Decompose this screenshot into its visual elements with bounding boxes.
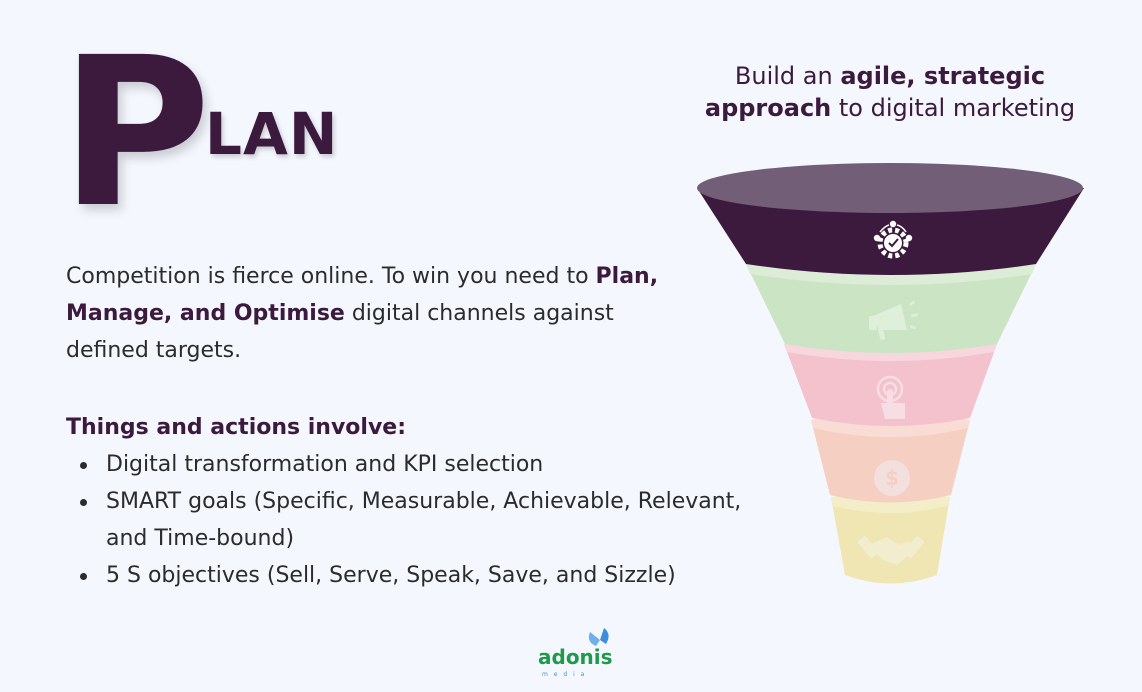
logo-subtitle: m e d i a bbox=[542, 671, 586, 678]
intro-text2: digital channels against defined targets… bbox=[66, 301, 614, 363]
list-item: SMART goals (Specific, Measurable, Achie… bbox=[80, 483, 746, 557]
logo-wordmark: adonis bbox=[538, 645, 613, 669]
butterfly-icon bbox=[588, 628, 609, 646]
adonis-media-logo: adonis m e d i a bbox=[538, 628, 613, 678]
actions-heading: Things and actions involve: bbox=[66, 415, 407, 440]
funnel-tier-engage bbox=[831, 492, 950, 584]
title-rest: LAN bbox=[205, 100, 339, 168]
tagline-bold2: approach bbox=[704, 94, 832, 122]
tagline: Build an agile, strategic approach to di… bbox=[680, 60, 1100, 124]
funnel-tier-plan bbox=[697, 163, 1084, 275]
tagline-part2: to digital marketing bbox=[831, 94, 1076, 122]
svg-text:$: $ bbox=[885, 466, 899, 490]
tagline-part1: Build an bbox=[734, 62, 841, 90]
list-item: Digital transformation and KPI selection bbox=[80, 446, 746, 483]
title-big-letter: P bbox=[60, 13, 211, 253]
intro-bold: Plan, Manage, and Optimise bbox=[66, 264, 659, 326]
intro-text1: Competition is fierce online. To win you… bbox=[66, 264, 596, 289]
click-hand-icon bbox=[876, 375, 905, 419]
handshake-icon bbox=[857, 536, 925, 565]
actions-list: Digital transformation and KPI selection… bbox=[66, 446, 746, 594]
dollar-coin-icon: $ bbox=[874, 460, 910, 496]
megaphone-icon bbox=[869, 300, 919, 340]
list-item: 5 S objectives (Sell, Serve, Speak, Save… bbox=[80, 557, 746, 594]
gear-check-icon bbox=[873, 220, 913, 259]
intro-paragraph: Competition is fierce online. To win you… bbox=[66, 258, 666, 369]
funnel-tier-convert: $ bbox=[811, 414, 970, 503]
tagline-bold1: agile, strategic bbox=[840, 62, 1046, 90]
